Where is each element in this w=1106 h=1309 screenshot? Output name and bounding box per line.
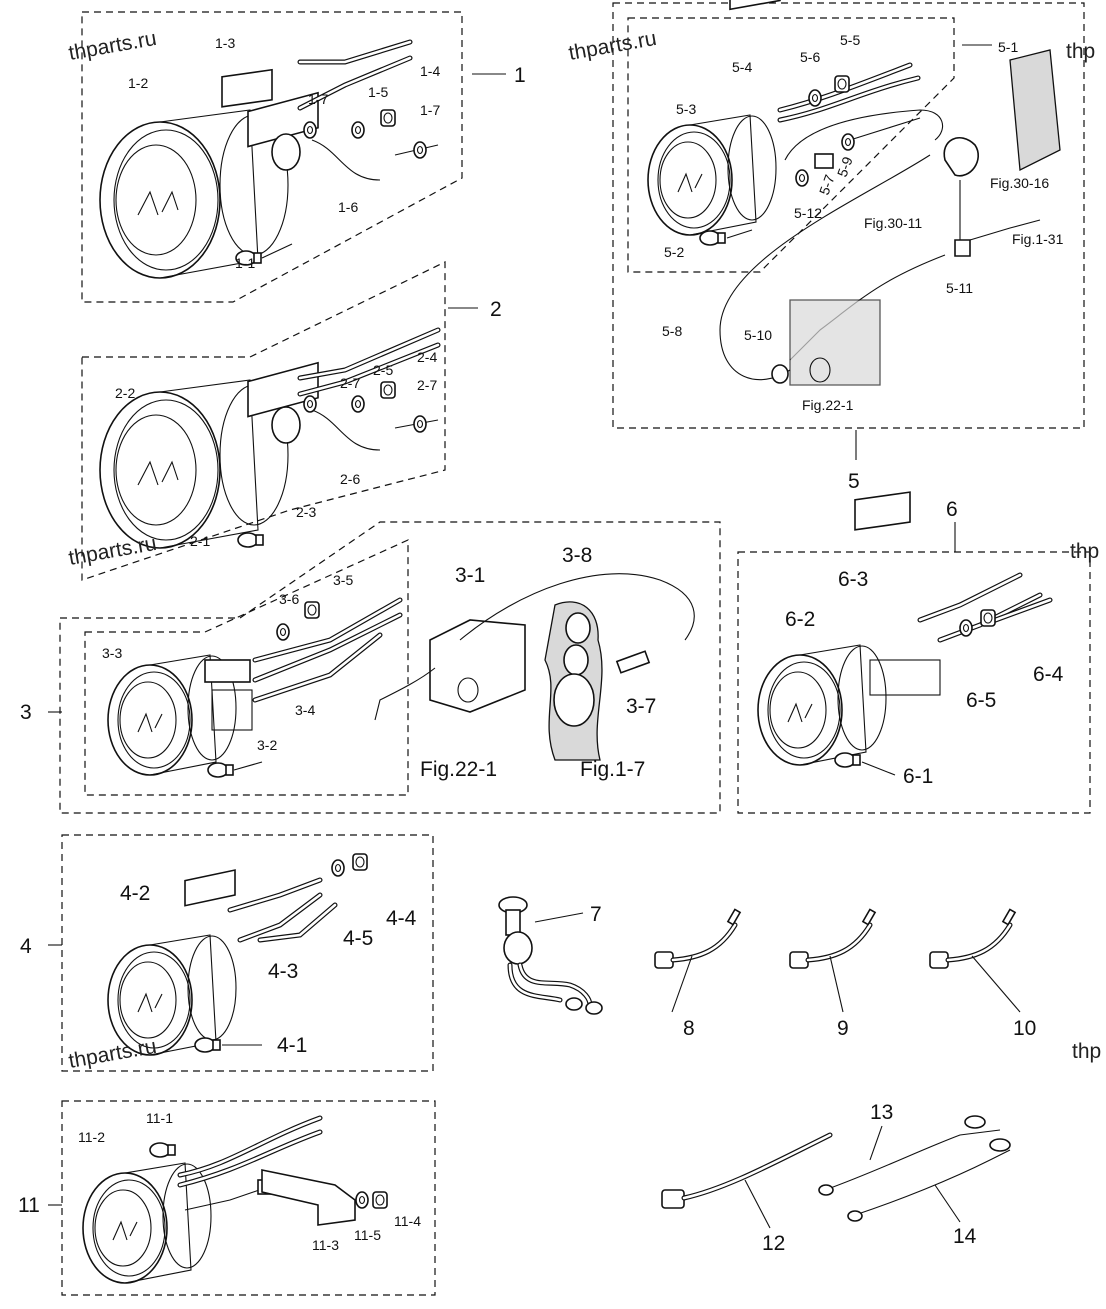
- part-label-1-6: 1-6: [338, 199, 358, 215]
- part-7: [498, 896, 603, 1015]
- part-label-1-1: 1-1: [235, 255, 255, 271]
- group-label-1: 1: [514, 64, 526, 87]
- part-label-4-1: 4-1: [277, 1034, 307, 1057]
- part-label-2-3: 2-3: [296, 504, 316, 520]
- part-label-5-10: 5-10: [744, 327, 772, 343]
- part-label-5-7: 5-7: [816, 172, 838, 197]
- group-1: [99, 39, 506, 279]
- group-11: [48, 1115, 388, 1284]
- part-label-10: 10: [1013, 1017, 1036, 1040]
- part-label-2-7a: 2-7: [340, 375, 360, 391]
- part-label-1-7b: 1-7: [420, 102, 440, 118]
- part-label-3-6: 3-6: [279, 591, 299, 607]
- part-label-5-5: 5-5: [840, 32, 860, 48]
- part-label-14: 14: [953, 1225, 977, 1248]
- part-label-6-5: 6-5: [966, 689, 996, 712]
- part-label-4-5: 4-5: [343, 927, 373, 950]
- watermark: thparts.ru: [67, 532, 158, 570]
- part-9: [790, 909, 875, 968]
- part-label-11-4: 11-4: [394, 1213, 421, 1229]
- part-label-1-5: 1-5: [368, 84, 388, 100]
- part-label-3-3: 3-3: [102, 645, 122, 661]
- part-label-6-3: 6-3: [838, 568, 868, 591]
- ref-label-fig22-1-b: Fig.22-1: [802, 397, 854, 413]
- part-label-11-3: 11-3: [312, 1237, 339, 1253]
- part-label-9: 9: [837, 1017, 849, 1040]
- watermark: thparts.ru: [67, 1035, 158, 1073]
- part-label-12: 12: [762, 1232, 785, 1255]
- part-10: [930, 909, 1015, 968]
- ref-label-fig30-16: Fig.30-16: [990, 175, 1049, 191]
- part-label-11-5: 11-5: [354, 1227, 381, 1243]
- part-label-3-2: 3-2: [257, 737, 277, 753]
- ref-label-fig1-31: Fig.1-31: [1012, 231, 1064, 247]
- part-label-2-6: 2-6: [340, 471, 360, 487]
- part-label-2-2: 2-2: [115, 385, 135, 401]
- group-label-4: 4: [20, 935, 32, 958]
- part-label-5-9: 5-9: [834, 154, 856, 179]
- part-label-2-1: 2-1: [190, 533, 210, 549]
- watermark: thp: [1066, 40, 1095, 63]
- part-8: [655, 909, 740, 968]
- group-label-2: 2: [490, 298, 502, 321]
- group-label-11: 11: [18, 1194, 40, 1217]
- part-label-7: 7: [590, 903, 602, 926]
- watermark: thparts.ru: [67, 27, 158, 65]
- part-label-11-2: 11-2: [78, 1129, 105, 1145]
- part-label-4-2: 4-2: [120, 882, 150, 905]
- group-2: [99, 307, 478, 549]
- part-label-6-2: 6-2: [785, 608, 815, 631]
- part-label-2-4: 2-4: [417, 349, 437, 365]
- part-label-5-12: 5-12: [794, 205, 822, 221]
- ref-label-fig30-11: Fig.30-11: [864, 215, 922, 231]
- part-label-5-8: 5-8: [662, 323, 682, 339]
- watermark: thparts.ru: [567, 27, 658, 65]
- part-label-3-5: 3-5: [333, 572, 353, 588]
- part-label-1-2: 1-2: [128, 75, 148, 91]
- part-13: [818, 1115, 1001, 1196]
- watermark: thp: [1070, 540, 1099, 563]
- group-label-5: 5: [848, 470, 860, 493]
- part-label-13: 13: [870, 1101, 893, 1124]
- part-label-5-1: 5-1: [998, 39, 1018, 55]
- group-label-3: 3: [20, 701, 32, 724]
- part-label-8: 8: [683, 1017, 695, 1040]
- part-label-5-3: 5-3: [676, 101, 696, 117]
- part-label-11-1: 11-1: [146, 1110, 173, 1126]
- part-label-4-3: 4-3: [268, 960, 298, 983]
- ref-label-fig22-1: Fig.22-1: [420, 758, 497, 781]
- part-label-6-1: 6-1: [903, 765, 933, 788]
- group-label-6: 6: [946, 498, 958, 521]
- part-label-1-3: 1-3: [215, 35, 235, 51]
- part-label-6-4: 6-4: [1033, 663, 1064, 686]
- group-6: [757, 491, 1053, 776]
- part-label-1-7a: 1-7: [308, 91, 328, 107]
- ref-label-fig1-7: Fig.1-7: [580, 758, 645, 781]
- watermark: thp: [1072, 1040, 1101, 1063]
- part-label-5-11: 5-11: [946, 280, 973, 296]
- part-label-3-8: 3-8: [562, 544, 592, 567]
- part-12: [661, 1132, 833, 1229]
- part-14: [847, 1138, 1011, 1223]
- part-label-5-4: 5-4: [732, 59, 752, 75]
- part-label-3-1: 3-1: [455, 564, 485, 587]
- group-5: [647, 0, 1061, 460]
- part-label-5-6: 5-6: [800, 49, 820, 65]
- part-label-3-4: 3-4: [295, 702, 315, 718]
- part-label-2-5: 2-5: [373, 362, 393, 378]
- part-label-5-2: 5-2: [664, 244, 684, 260]
- part-label-2-7b: 2-7: [417, 377, 437, 393]
- group-4: [48, 853, 368, 1056]
- part-label-3-7: 3-7: [626, 695, 656, 718]
- part-label-1-4: 1-4: [420, 63, 440, 79]
- group-3: [48, 573, 695, 778]
- part-label-4-4: 4-4: [386, 907, 417, 930]
